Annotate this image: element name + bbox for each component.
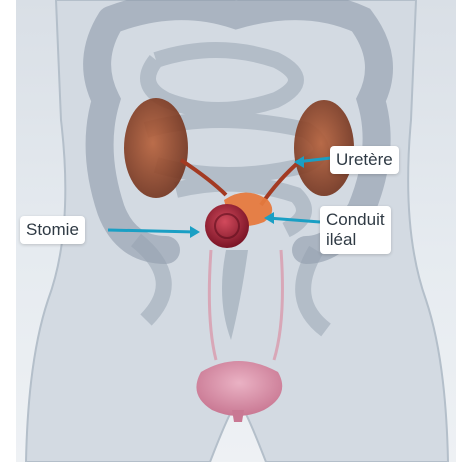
urethra <box>232 410 244 422</box>
conduit-label-line1: Conduit <box>326 210 385 230</box>
conduit-label: Conduit iléal <box>320 206 391 254</box>
conduit-label-line2: iléal <box>326 230 385 250</box>
uretere-label: Uretère <box>330 146 399 174</box>
stomie-label: Stomie <box>20 216 85 244</box>
uretere-label-text: Uretère <box>336 150 393 169</box>
left-kidney <box>124 98 188 198</box>
stoma <box>205 204 249 248</box>
stomie-label-text: Stomie <box>26 220 79 239</box>
